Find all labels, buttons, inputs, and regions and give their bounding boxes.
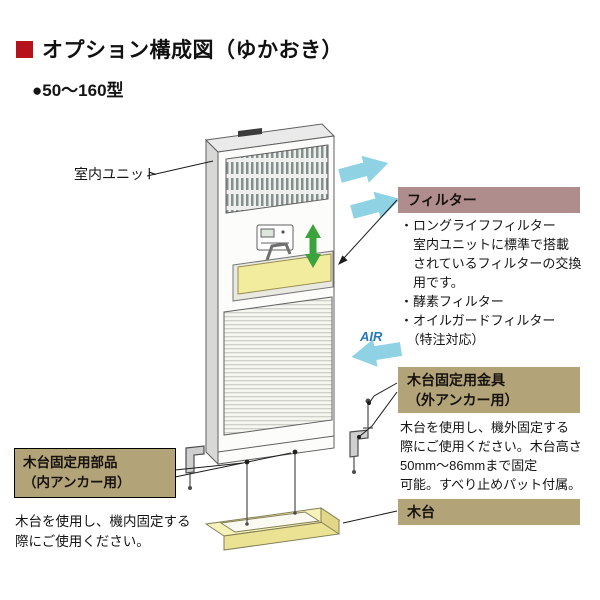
text-line: ・ロングライフフィルター — [400, 218, 556, 233]
text-line: ・酵素フィルター — [400, 294, 504, 309]
filter-leader — [343, 199, 398, 259]
outer-anchor-bracket-left — [185, 445, 205, 490]
outer-anchor-bracket-right — [349, 398, 373, 474]
air-label: AIR — [360, 329, 383, 344]
unit-left-side — [205, 138, 219, 466]
air-out-arrow-2 — [348, 185, 404, 226]
text-line: （内アンカー用） — [23, 475, 131, 490]
inner-anchor-dot-left-bottom — [245, 522, 249, 526]
outer-anchor-header: 木台固定用金具 （外アンカー用） — [398, 367, 580, 413]
text-line: 木台を使用し、機外固定する — [400, 420, 570, 435]
outer-anchor-leader-1-dot — [367, 401, 371, 405]
text-line: されているフィルターの交換 — [400, 256, 582, 271]
inner-anchor-leader-2 — [174, 452, 292, 478]
text-line: 用です。 — [400, 275, 464, 290]
text-line: 50mm〜86mmまで固定 — [400, 458, 538, 473]
base-right — [320, 507, 340, 535]
outer-anchor-leader-2-dot — [357, 435, 361, 439]
inner-anchor-header: 木台固定用部品 （内アンカー用） — [14, 448, 176, 498]
air-out-arrow-1 — [336, 149, 392, 190]
text-line: 際にご使用ください。 — [15, 534, 150, 549]
filter-green-arrow — [305, 224, 321, 268]
inner-anchor-body: 木台を使用し、機内固定する 際にご使用ください。 — [15, 512, 191, 552]
text-line: 木台固定用金具 — [407, 372, 505, 388]
indoor-unit-label: 室内ユニット — [74, 166, 158, 182]
outer-anchor-leader-2 — [359, 391, 398, 437]
model-range: ●50〜160型 — [32, 81, 124, 100]
base-hole — [219, 511, 321, 533]
text-line: 室内ユニットに標準で搭載 — [400, 237, 570, 252]
anchor-parts — [185, 398, 373, 526]
filter-handle — [265, 242, 292, 261]
text-line: 木台を使用し、機内固定する — [15, 514, 191, 529]
unit-label-leader — [146, 160, 214, 177]
outer-anchor-body: 木台を使用し、機外固定する 際にご使用ください。木台高さ 50mm〜86mmまで… — [400, 418, 582, 494]
page-header: オプション構成図（ゆかおき） — [16, 34, 343, 64]
text-line: 際にご使用ください。木台高さ — [400, 439, 582, 454]
outer-anchor-leader-1 — [369, 382, 398, 403]
inner-anchor-dot-right-top — [292, 449, 298, 455]
text-line: （外アンカー用） — [407, 392, 519, 408]
indoor-unit — [204, 123, 336, 466]
text-line: ・オイルガードフィルター — [400, 313, 556, 328]
wooden-base — [204, 507, 341, 551]
filter-assembly — [232, 224, 334, 302]
text-line: 木台固定用部品 — [23, 455, 118, 470]
text-line: 可能。すべり止めパット付属。 — [400, 477, 582, 492]
leader-lines — [146, 160, 398, 524]
inner-anchor-leader-1 — [174, 462, 244, 471]
unit-intake-grille — [223, 296, 333, 436]
unit-top-slot — [238, 128, 262, 137]
unit-bottom-seam — [217, 435, 335, 453]
text-line: （特注対応） — [400, 332, 485, 347]
inner-anchor-dot-right-bottom — [293, 511, 297, 515]
filter-leader-arrowhead — [338, 255, 348, 265]
filter-section-header: フィルター — [398, 187, 580, 213]
filter — [237, 253, 332, 295]
section-marker-icon — [16, 40, 33, 58]
page-title: オプション構成図（ゆかおき） — [42, 39, 343, 62]
base-header: 木台 — [398, 499, 580, 525]
filter-section-body: ・ロングライフフィルター 室内ユニットに標準で搭載 されているフィルターの交換 … — [400, 216, 581, 349]
base-leader — [342, 510, 398, 524]
unit-vent-grid — [225, 144, 329, 214]
